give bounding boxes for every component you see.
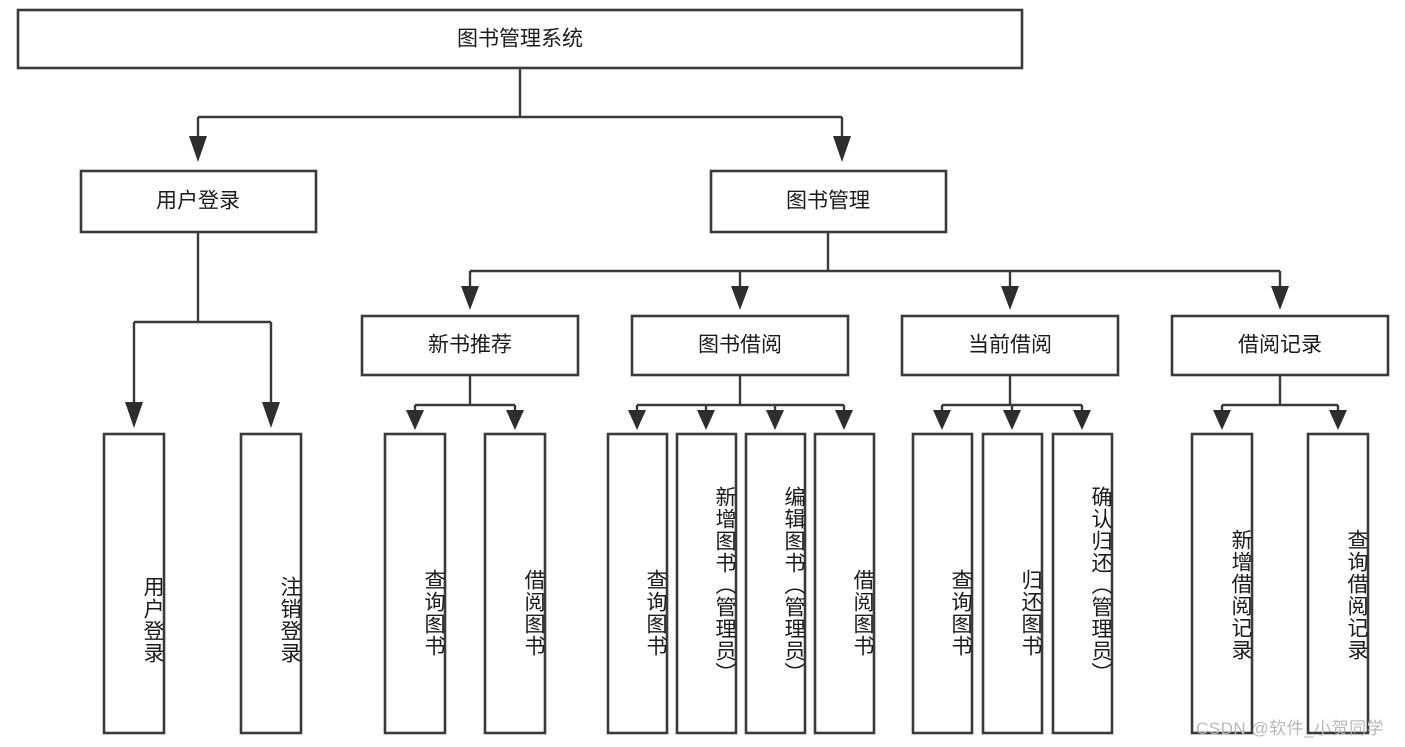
node-leaf-return-book-box[interactable] (981, 432, 1044, 735)
node-root-label: 图书管理系统 (457, 28, 583, 51)
csdn-watermark: CSDN @软件_小贺同学 (1196, 719, 1385, 738)
node-leaf-confirm-return-box[interactable] (1051, 432, 1114, 735)
node-leaf-borrow-book-2-box[interactable] (813, 432, 876, 735)
arrow-book-borrow-leaf-1 (628, 410, 646, 430)
arrow-user-login-leaf-1 (125, 402, 143, 428)
arrow-root-to-user-login (189, 136, 207, 162)
arrow-current-borrow-leaf-1 (933, 410, 951, 430)
node-user-login-box[interactable] (79, 169, 318, 234)
node-leaf-query-record-box[interactable] (1306, 432, 1370, 735)
node-leaf-query-book-1-box[interactable] (383, 432, 447, 735)
node-current-borrow-label: 当前借阅 (968, 334, 1052, 357)
connector-group-new-book-rec (406, 375, 524, 430)
arrow-borrow-record-leaf-2 (1329, 410, 1347, 430)
arrow-new-book-rec-leaf-2 (506, 410, 524, 430)
connector-group-book-manage (461, 232, 1289, 310)
arrow-root-to-book-manage (833, 136, 851, 162)
node-book-borrow-box[interactable] (630, 314, 850, 377)
node-leaf-add-book-box[interactable] (675, 432, 738, 735)
node-current-borrow-box[interactable] (900, 314, 1120, 377)
connector-group-borrow-record (1213, 375, 1347, 430)
node-leaf-edit-book-box[interactable] (744, 432, 807, 735)
node-new-book-rec-label: 新书推荐 (428, 334, 512, 357)
arrow-book-borrow-leaf-2 (697, 410, 715, 430)
node-borrow-record-box[interactable] (1170, 314, 1390, 377)
arrow-book-borrow-leaf-4 (835, 410, 853, 430)
arrow-current-borrow-leaf-2 (1003, 410, 1021, 430)
connector-group-user-login (125, 232, 280, 428)
connector-group-root (189, 68, 851, 162)
node-leaf-query-book-3-box[interactable] (911, 432, 974, 735)
node-leaf-query-book-2-box[interactable] (606, 432, 669, 735)
node-root-box[interactable] (16, 8, 1024, 70)
node-book-manage-box[interactable] (709, 169, 948, 234)
connector-group-current-borrow (933, 375, 1091, 430)
arrow-book-manage-to-current-borrow (1001, 286, 1019, 310)
arrow-book-manage-to-new-book-rec (461, 286, 479, 310)
arrow-borrow-record-leaf-1 (1213, 410, 1231, 430)
arrow-current-borrow-leaf-3 (1073, 410, 1091, 430)
node-user-login-label: 用户登录 (156, 190, 240, 213)
node-book-borrow-label: 图书借阅 (698, 334, 782, 357)
node-leaf-borrow-book-1-box[interactable] (483, 432, 547, 735)
arrow-new-book-rec-leaf-1 (406, 410, 424, 430)
arrow-book-manage-to-borrow-record (1271, 286, 1289, 310)
node-leaf-add-record-box[interactable] (1190, 432, 1254, 735)
arrow-user-login-leaf-2 (262, 402, 280, 428)
node-borrow-record-label: 借阅记录 (1238, 334, 1322, 357)
connector-group-book-borrow (628, 375, 853, 430)
node-leaf-user-logout-box[interactable] (239, 432, 303, 735)
arrow-book-borrow-leaf-3 (766, 410, 784, 430)
node-new-book-rec-box[interactable] (360, 314, 580, 377)
node-leaf-user-login-box[interactable] (102, 432, 166, 735)
arrow-book-manage-to-book-borrow (731, 286, 749, 310)
node-book-manage-label: 图书管理 (786, 190, 870, 213)
